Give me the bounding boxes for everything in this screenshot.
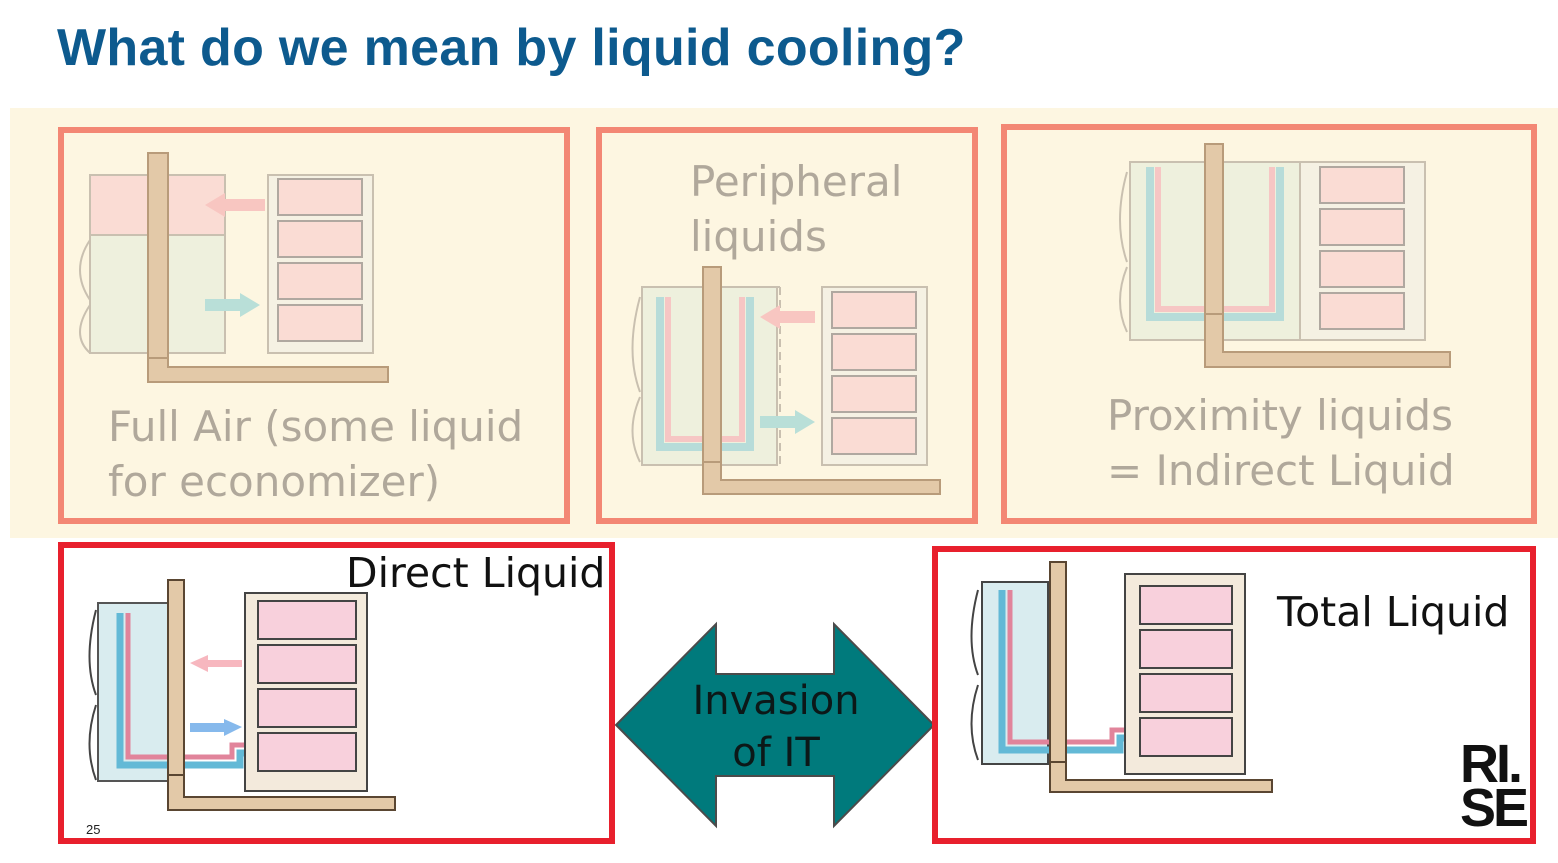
full-air-label-line2: for economizer): [108, 457, 441, 506]
logo-line2: SE: [1460, 778, 1529, 838]
rise-logo: RI. SE: [1460, 734, 1529, 838]
peripheral-label-line2: liquids: [690, 212, 827, 261]
peripheral-label-line1: Peripheral: [690, 157, 903, 206]
panel-full-air: [58, 127, 570, 524]
invasion-label-line1: Invasion: [692, 678, 860, 724]
peripheral-diagram: [631, 266, 941, 495]
invasion-label-line2: of IT: [732, 730, 820, 776]
proximity-label-line1: Proximity liquids: [1107, 391, 1453, 440]
proximity-diagram: [1119, 143, 1451, 368]
page-number: 25: [86, 822, 101, 837]
panel-peripheral-liquids: [596, 127, 978, 524]
slide-title: What do we mean by liquid cooling?: [57, 19, 966, 77]
direct-liquid-diagram: [88, 579, 396, 811]
total-liquid-diagram: [970, 561, 1273, 793]
panel-proximity-liquids: [1001, 124, 1537, 524]
full-air-diagram: [79, 152, 389, 383]
total-liquid-label: Total Liquid: [1277, 588, 1510, 636]
proximity-label-line2: = Indirect Liquid: [1107, 446, 1455, 495]
logo-line1: RI.: [1460, 734, 1523, 794]
full-air-label-line1: Full Air (some liquid: [108, 402, 524, 451]
direct-liquid-label: Direct Liquid: [346, 549, 606, 597]
